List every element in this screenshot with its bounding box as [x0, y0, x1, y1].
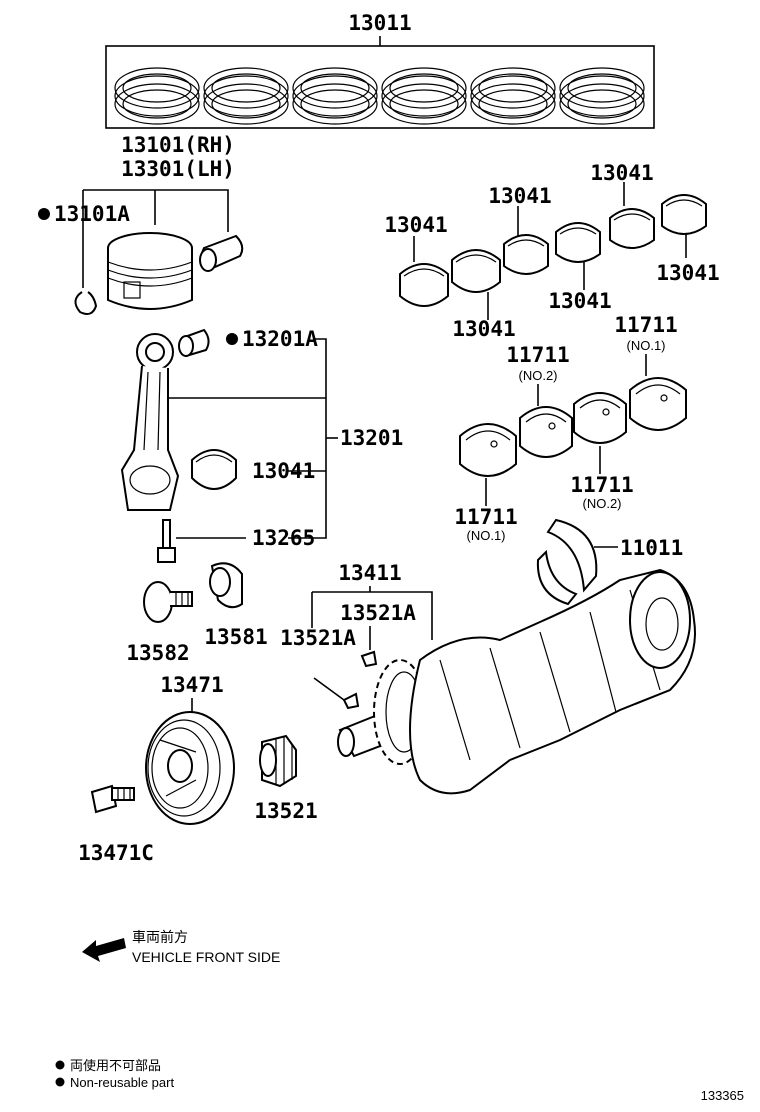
- label-main-bearing-3: 11711: [570, 473, 633, 497]
- crank-pulley-bolt-washer: [143, 581, 193, 623]
- nonreusable-dot-icon: [226, 333, 238, 345]
- label-crank-pulley-bolt-washer: 13582: [126, 641, 189, 665]
- label-crank-sprocket: 13521: [254, 799, 317, 823]
- legend-front-en: VEHICLE FRONT SIDE: [132, 949, 280, 965]
- crankshaft: [337, 568, 696, 795]
- label-main-bearing-2: 11711: [506, 343, 569, 367]
- label-bearing-top-6: 13041: [656, 261, 719, 285]
- nonreusable-dot-icon: [55, 1060, 65, 1070]
- label-thrust-washer: 11011: [620, 536, 683, 560]
- piston-ring-set: [105, 36, 655, 129]
- piston-pin: [199, 234, 244, 272]
- nonreusable-dot-icon: [55, 1077, 65, 1087]
- label-snap-ring: 13101A: [54, 202, 130, 226]
- label-crank-key-b: 13521A: [280, 626, 356, 650]
- label-main-bearing-1-note: (NO.1): [467, 528, 506, 543]
- label-main-bearing-4: 11711: [614, 313, 677, 337]
- label-crank-pulley-bolt: 13471C: [78, 841, 154, 865]
- label-main-bearing-2-note: (NO.2): [519, 368, 558, 383]
- label-bearing-top-5: 13041: [590, 161, 653, 185]
- nonreusable-dot-icon: [38, 208, 50, 220]
- label-conrod-assy: 13201: [340, 426, 403, 450]
- label-crank-sprocket-spacer: 13581: [204, 625, 267, 649]
- leader-crankshaft: [311, 586, 433, 640]
- figure-id: 133365: [701, 1088, 744, 1103]
- label-bearing-top-2: 13041: [452, 317, 515, 341]
- label-piston-lh: 13301(LH): [121, 157, 235, 181]
- label-crankshaft: 13411: [338, 561, 401, 585]
- connecting-rod: [120, 333, 180, 511]
- label-conrod-bolt: 13265: [252, 526, 315, 550]
- leader-conrod-assy: [288, 338, 327, 539]
- crank-pulley-bolt: [90, 784, 135, 814]
- vehicle-front-arrow-icon: [82, 938, 126, 962]
- bearing-row: [399, 194, 707, 307]
- label-conrod-bushing: 13201A: [242, 327, 318, 351]
- crank-key: [342, 650, 378, 710]
- label-conrod-bearing: 13041: [252, 459, 315, 483]
- label-main-bearing-1: 11711: [454, 505, 517, 529]
- main-bearing-row: [459, 377, 687, 477]
- label-main-bearing-3-note: (NO.2): [583, 496, 622, 511]
- piston: [107, 232, 193, 310]
- label-piston-ring-set: 13011: [348, 11, 411, 35]
- conrod-bearing: [191, 449, 237, 490]
- snap-ring: [74, 291, 98, 315]
- label-piston-rh: 13101(RH): [121, 133, 235, 157]
- legend-front-jp: 車両前方: [132, 929, 188, 945]
- label-bearing-top-4: 13041: [548, 289, 611, 313]
- label-main-bearing-4-note: (NO.1): [627, 338, 666, 353]
- conrod-bolt: [157, 519, 176, 563]
- thrust-washer: [536, 518, 598, 606]
- label-crank-key-a: 13521A: [340, 601, 416, 625]
- leader-piston: [82, 189, 229, 288]
- crank-pulley: [145, 711, 235, 825]
- label-bearing-top-1: 13041: [384, 213, 447, 237]
- label-bearing-top-3: 13041: [488, 184, 551, 208]
- legend-nonreuse-en: Non-reusable part: [70, 1075, 174, 1090]
- legend-nonreuse-jp: 両使用不可部品: [70, 1058, 161, 1073]
- crank-sprocket: [259, 734, 297, 788]
- crank-sprocket-spacer: [209, 562, 243, 609]
- conrod-bushing: [178, 328, 210, 358]
- label-crank-pulley: 13471: [160, 673, 223, 697]
